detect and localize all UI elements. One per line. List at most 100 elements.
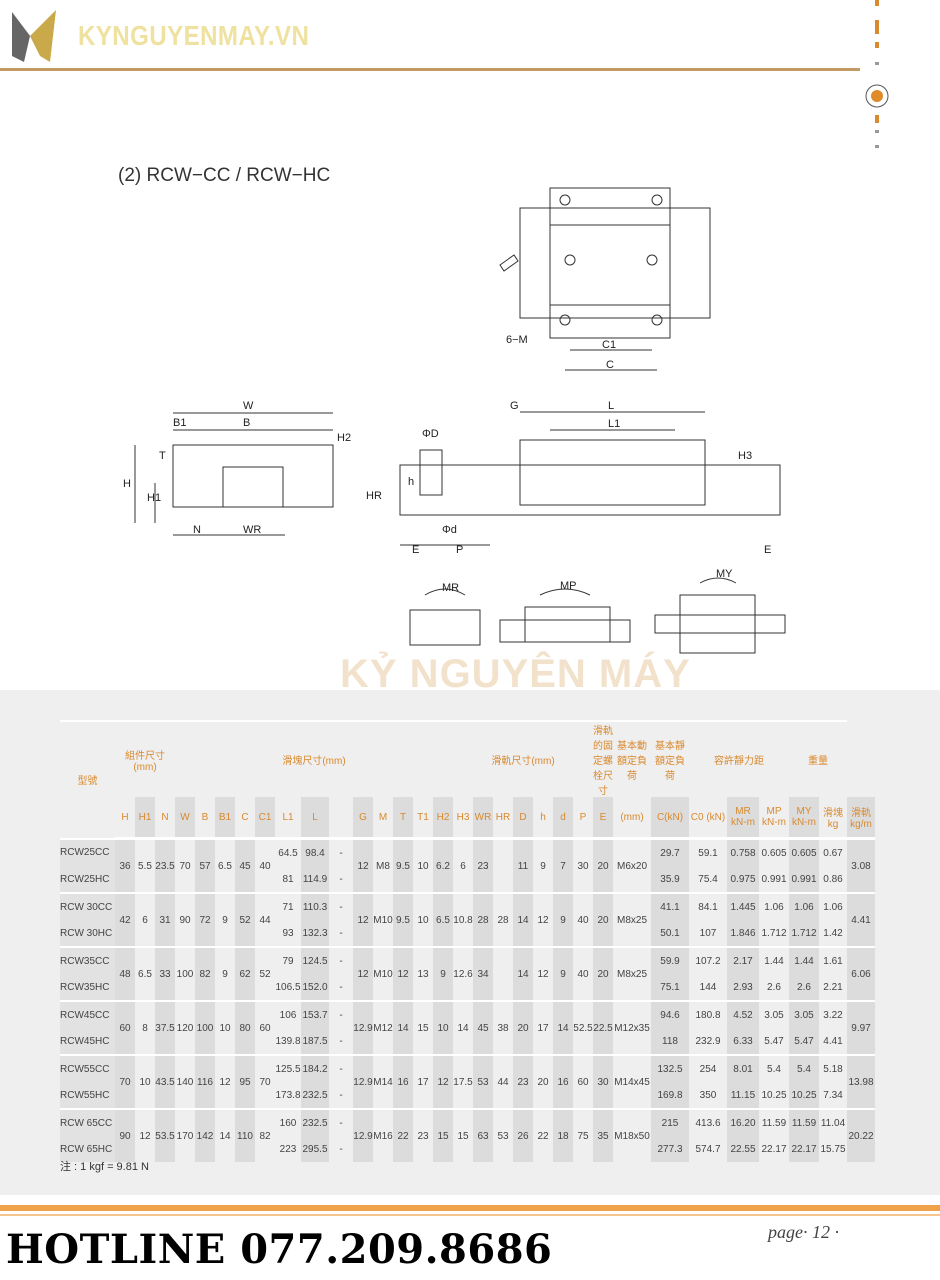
value-cell: 0.991 <box>789 866 819 893</box>
model-cell: RCW 30HC <box>60 920 115 947</box>
value-cell: 6.5 <box>215 837 235 893</box>
subheader <box>329 797 353 840</box>
value-cell: 5.4 <box>759 1054 789 1082</box>
svg-text:E: E <box>412 544 419 556</box>
subheader: MY kN-m <box>789 797 819 840</box>
value-cell: 30 <box>593 1054 613 1109</box>
value-cell: 1.06 <box>789 892 819 920</box>
svg-text:H: H <box>123 478 131 490</box>
value-cell: 10 <box>413 892 433 947</box>
header-block: 滑塊尺寸(mm) <box>175 720 453 797</box>
value-cell: 160 <box>275 1108 301 1136</box>
value-cell: 70 <box>175 837 195 893</box>
model-cell: RCW25HC <box>60 866 115 893</box>
value-cell: 20 <box>593 892 613 947</box>
value-cell: 12 <box>353 892 373 947</box>
subheader: N <box>155 797 175 840</box>
subheader: T1 <box>413 797 433 840</box>
value-cell: 45 <box>235 837 255 893</box>
subheader: W <box>175 797 195 840</box>
value-cell: 80 <box>235 1000 255 1055</box>
value-cell: 232.9 <box>695 1035 721 1047</box>
value-cell: 6.2 <box>433 837 453 893</box>
svg-text:N: N <box>193 524 201 536</box>
value-cell: 63 <box>473 1108 493 1162</box>
value-cell: 5.4 <box>789 1054 819 1082</box>
model-cell: RCW55HC <box>60 1082 115 1109</box>
value-cell: 139.8 <box>275 1035 301 1047</box>
value-cell: 40 <box>255 837 275 893</box>
unit-note: 注 : 1 kgf = 9.81 N <box>60 1161 149 1173</box>
subheader: L <box>301 797 329 840</box>
subheader: 滑塊 kg <box>819 797 847 840</box>
value-cell: 14 <box>393 1000 413 1055</box>
value-cell: 0.758 <box>727 837 759 866</box>
value-cell: 15 <box>433 1108 453 1162</box>
value-cell: 75 <box>573 1108 593 1162</box>
model-cell: RCW 65HC <box>60 1136 115 1162</box>
value-cell: 15.75 <box>820 1143 846 1155</box>
value-cell: 35 <box>593 1108 613 1162</box>
value-cell: M18x50 <box>613 1108 651 1162</box>
value-cell: 6 <box>453 837 473 893</box>
value-cell: - <box>339 1143 343 1155</box>
value-cell: 14 <box>453 1000 473 1055</box>
value-cell: 12.6 <box>453 946 473 1001</box>
value-cell: - <box>329 1054 353 1082</box>
value-cell: 11.59 <box>759 1108 789 1136</box>
value-cell: 20.22 <box>847 1108 875 1162</box>
value-cell: 75.1 <box>651 974 689 1001</box>
front-view-drawing: W B1 B H T H1 N WR H2 <box>123 400 351 536</box>
value-cell: 6.06 <box>847 946 875 1001</box>
value-cell: - <box>339 1035 343 1047</box>
value-cell: 16 <box>393 1054 413 1109</box>
svg-text:P: P <box>456 544 463 556</box>
value-cell: 40 <box>573 892 593 947</box>
svg-text:G: G <box>510 400 519 412</box>
spec-table: 型號組件尺寸 (mm)滑塊尺寸(mm)滑軌尺寸(mm)滑軌的固定螺栓尺寸基本動額… <box>60 720 875 1162</box>
subheader: P <box>573 797 593 840</box>
value-cell: 215 <box>651 1108 689 1136</box>
value-cell: M12 <box>373 1000 393 1055</box>
value-cell: 132.5 <box>651 1054 689 1082</box>
value-cell: 12.9 <box>353 1000 373 1055</box>
value-cell: 0.991 <box>761 873 787 885</box>
svg-text:L: L <box>608 400 614 412</box>
subheader: H1 <box>135 797 155 840</box>
value-cell: 37.5 <box>155 1000 175 1055</box>
value-cell: 36 <box>115 837 135 893</box>
value-cell: 1.06 <box>819 892 847 920</box>
value-cell: 9 <box>433 946 453 1001</box>
value-cell: 1.44 <box>789 946 819 974</box>
value-cell: 52 <box>235 892 255 947</box>
subheader: H3 <box>453 797 473 840</box>
value-cell: 120 <box>175 1000 195 1055</box>
svg-text:C: C <box>606 359 614 371</box>
value-cell: 28 <box>493 892 513 947</box>
value-cell: 223 <box>279 1143 297 1155</box>
value-cell: 12 <box>353 837 373 893</box>
value-cell: 75.4 <box>698 873 718 885</box>
value-cell: 28 <box>473 892 493 947</box>
value-cell: 232.5 <box>301 1082 329 1109</box>
value-cell: M8x25 <box>613 892 651 947</box>
value-cell: M12x35 <box>613 1000 651 1055</box>
value-cell: 45 <box>473 1000 493 1055</box>
subheader: (mm) <box>613 797 651 840</box>
value-cell: 20 <box>593 946 613 1001</box>
value-cell: 140 <box>175 1054 195 1109</box>
value-cell: 4.52 <box>727 1000 759 1028</box>
value-cell: 20 <box>593 837 613 893</box>
value-cell: 295.5 <box>301 1136 329 1162</box>
subheader: C(kN) <box>651 797 689 840</box>
value-cell: 94.6 <box>651 1000 689 1028</box>
watermark: KỶ NGUYÊN MÁY <box>340 652 691 696</box>
svg-text:H1: H1 <box>147 492 161 504</box>
model-cell: RCW35HC <box>60 974 115 1001</box>
value-cell: 11.15 <box>727 1082 759 1109</box>
value-cell: 11.59 <box>789 1108 819 1136</box>
subheader: d <box>553 797 573 840</box>
value-cell: 93 <box>282 927 294 939</box>
